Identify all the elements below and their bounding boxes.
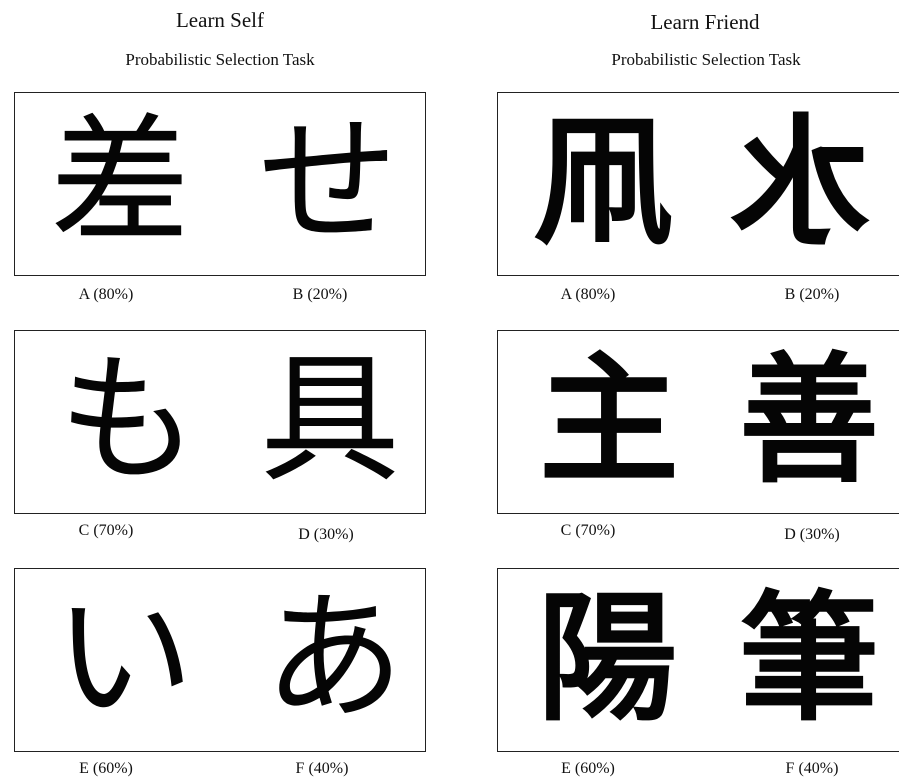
friend-stimulus-d-glyph: 善 — [738, 339, 879, 503]
friend-label-d: D (30%) — [784, 526, 840, 543]
self-label-b: B (20%) — [292, 286, 348, 303]
self-label-a: A (80%) — [78, 286, 134, 303]
self-pair-cd-panel: も 具 — [14, 330, 426, 514]
self-stimulus-b-glyph: せ — [257, 101, 398, 264]
learn-self-title: Learn Self — [175, 8, 265, 32]
self-pair-ab-panel: 差 せ — [14, 92, 426, 276]
friend-label-a: A (80%) — [560, 286, 616, 303]
learn-self-subtitle: Probabilistic Selection Task — [125, 50, 315, 69]
friend-stimulus-e-glyph: 陽 — [536, 577, 677, 741]
self-stimulus-a-glyph: 差 — [49, 101, 190, 264]
self-label-d: D (30%) — [298, 526, 354, 543]
friend-label-b: B (20%) — [784, 286, 840, 303]
self-pair-ef-panel: い あ — [14, 568, 426, 752]
learn-friend-subtitle: Probabilistic Selection Task — [611, 50, 801, 69]
friend-label-f: F (40%) — [785, 760, 839, 777]
friend-stimulus-b-glyph: 水 — [731, 101, 872, 265]
self-stimulus-c-glyph: も — [57, 339, 198, 502]
self-label-c: C (70%) — [78, 522, 134, 539]
friend-pair-ab-panel: 凧 水 — [497, 92, 899, 276]
friend-pair-ef-panel: 陽 筆 — [497, 568, 899, 752]
self-stimulus-f-glyph: あ — [263, 577, 404, 740]
friend-stimulus-c-glyph: 主 — [538, 339, 679, 503]
self-label-f: F (40%) — [295, 760, 349, 777]
friend-label-e: E (60%) — [561, 760, 615, 777]
learn-friend-title: Learn Friend — [650, 10, 760, 34]
friend-stimulus-f-glyph: 筆 — [738, 577, 879, 741]
self-stimulus-d-glyph: 具 — [259, 339, 400, 502]
friend-label-c: C (70%) — [560, 522, 616, 539]
self-label-e: E (60%) — [79, 760, 133, 777]
self-stimulus-e-glyph: い — [53, 577, 194, 740]
friend-stimulus-a-glyph: 凧 — [532, 101, 673, 265]
friend-pair-cd-panel: 主 善 — [497, 330, 899, 514]
